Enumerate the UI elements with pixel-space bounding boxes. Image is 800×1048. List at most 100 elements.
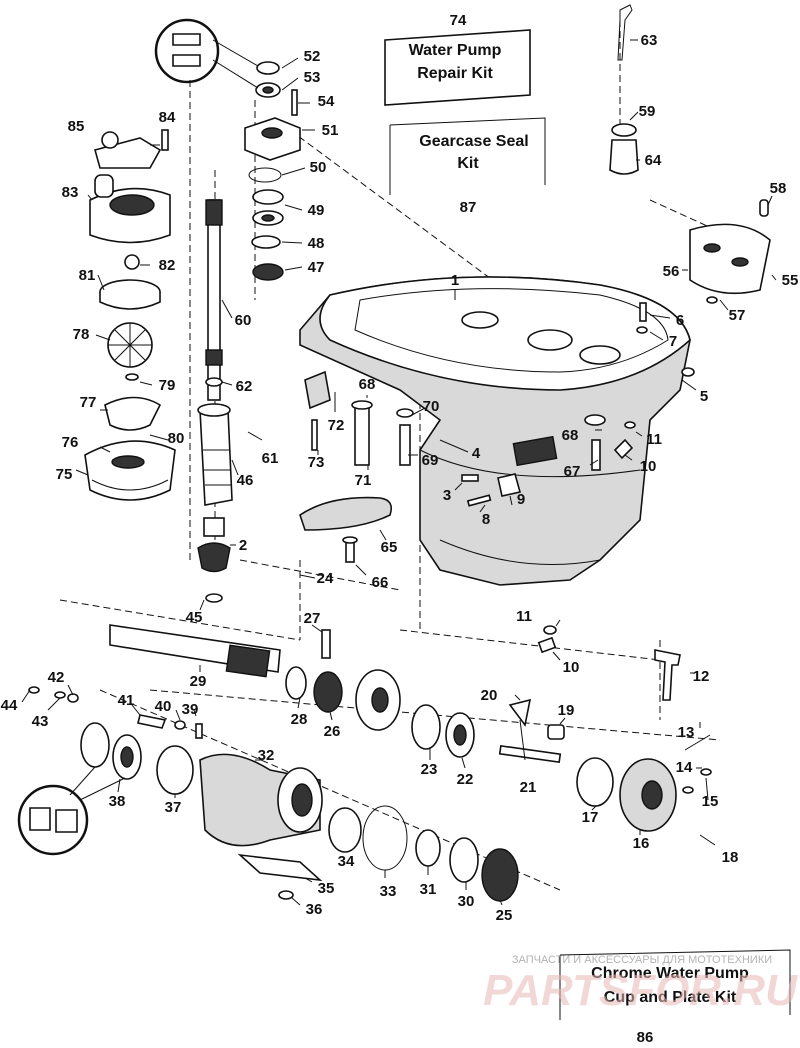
propeller-shaft-parts [109, 624, 716, 846]
callout-11-top: 11 [646, 431, 662, 448]
callout-41: 41 [118, 692, 135, 709]
callout-20: 20 [481, 687, 498, 704]
watermark-tagline: ЗАПЧАСТИ И АКСЕССУАРЫ ДЛЯ МОТОТЕХНИКИ [512, 954, 772, 966]
callout-50: 50 [310, 159, 327, 176]
callout-26: 26 [324, 723, 341, 740]
callout-29: 29 [190, 673, 207, 690]
callout-25: 25 [496, 907, 513, 924]
callout-8: 8 [482, 511, 490, 528]
callout-9: 9 [517, 491, 525, 508]
detail-circle-seals [154, 18, 259, 89]
callout-21: 21 [520, 779, 537, 796]
callout-49: 49 [308, 202, 325, 219]
callout-30: 30 [458, 893, 475, 910]
kit-line1: Chrome Water Pump [591, 965, 749, 982]
callout-40: 40 [155, 698, 172, 715]
kit-box-gearcase-seal: Gearcase Seal Kit 87 [389, 117, 546, 216]
callout-38: 38 [109, 793, 126, 810]
callout-34: 34 [338, 853, 355, 870]
callout-5: 5 [700, 388, 708, 405]
callout-54: 54 [318, 93, 335, 110]
callout-3: 3 [443, 487, 451, 504]
callout-4: 4 [472, 445, 481, 462]
watermark-logo: PARTSFOR.RU [483, 966, 798, 1015]
callout-15: 15 [702, 793, 719, 810]
callout-42: 42 [48, 669, 65, 686]
callout-60: 60 [235, 312, 252, 329]
callout-75: 75 [56, 466, 73, 483]
leader-lines [21, 39, 777, 906]
callout-33: 33 [380, 883, 397, 900]
callout-19: 19 [558, 702, 575, 719]
callout-77: 77 [80, 394, 97, 411]
callout-11-mid: 11 [516, 608, 532, 625]
callout-43: 43 [32, 713, 49, 730]
callout-7: 7 [669, 333, 677, 350]
callout-56: 56 [663, 263, 680, 280]
callout-58: 58 [770, 180, 787, 197]
callout-12: 12 [693, 668, 710, 685]
callout-14: 14 [676, 759, 693, 776]
callout-59: 59 [639, 103, 656, 120]
kit-line1: Gearcase Seal [419, 133, 528, 150]
callout-53: 53 [304, 69, 321, 86]
callout-16: 16 [633, 835, 650, 852]
callout-71: 71 [355, 472, 372, 489]
callout-85: 85 [68, 118, 85, 135]
drive-shaft-column [197, 61, 301, 603]
kit-box-chrome-water-pump: Chrome Water Pump Cup and Plate Kit 86 [559, 949, 791, 1046]
shift-parts [299, 302, 695, 563]
kit-line2: Cup and Plate Kit [604, 989, 737, 1006]
callout-83: 83 [62, 184, 79, 201]
kit-box-water-pump-repair: Water Pump Repair Kit 74 [384, 12, 531, 106]
gearcase-housing [299, 276, 691, 586]
callout-10-top: 10 [640, 458, 657, 475]
callout-72: 72 [328, 417, 345, 434]
callout-37: 37 [165, 799, 182, 816]
callout-70: 70 [423, 398, 440, 415]
callout-76: 76 [62, 434, 79, 451]
callout-6: 6 [676, 312, 684, 329]
kit-number: 86 [637, 1029, 654, 1046]
bearing-carrier-parts [28, 686, 519, 902]
water-pump-parts [84, 129, 176, 501]
callout-13: 13 [678, 724, 695, 741]
callout-17: 17 [582, 809, 599, 826]
kit-line2: Repair Kit [417, 65, 493, 82]
callout-52: 52 [304, 48, 321, 65]
callout-24: 24 [317, 570, 334, 587]
callout-23: 23 [421, 761, 438, 778]
callout-44: 44 [1, 697, 18, 714]
callout-68-left: 68 [359, 376, 376, 393]
callout-81: 81 [79, 267, 96, 284]
callout-28: 28 [291, 711, 308, 728]
callout-32: 32 [258, 747, 275, 764]
callout-39: 39 [182, 701, 199, 718]
callout-64: 64 [645, 152, 662, 169]
callout-10-mid: 10 [563, 659, 580, 676]
callout-68-right: 68 [562, 427, 579, 444]
callout-57: 57 [729, 307, 746, 324]
callout-31: 31 [420, 881, 437, 898]
callout-84: 84 [159, 109, 176, 126]
water-tube-parts [609, 4, 771, 304]
callout-65: 65 [381, 539, 398, 556]
callout-18: 18 [722, 849, 739, 866]
callout-2: 2 [239, 537, 247, 554]
watermark: ЗАПЧАСТИ И АКСЕССУАРЫ ДЛЯ МОТОТЕХНИКИ PA… [483, 954, 798, 1015]
callout-63: 63 [641, 32, 658, 49]
callout-73: 73 [308, 454, 325, 471]
callout-1: 1 [451, 272, 459, 289]
callout-78: 78 [73, 326, 90, 343]
callout-62: 62 [236, 378, 253, 395]
callout-61: 61 [262, 450, 279, 467]
callout-35: 35 [318, 880, 335, 897]
callout-46: 46 [237, 472, 254, 489]
callout-80: 80 [168, 430, 185, 447]
kit-line1: Water Pump [409, 42, 502, 59]
detail-circle-bearing-seals [17, 766, 126, 856]
kit-line2: Kit [457, 155, 479, 172]
callout-82: 82 [159, 257, 176, 274]
callout-55: 55 [782, 272, 799, 289]
